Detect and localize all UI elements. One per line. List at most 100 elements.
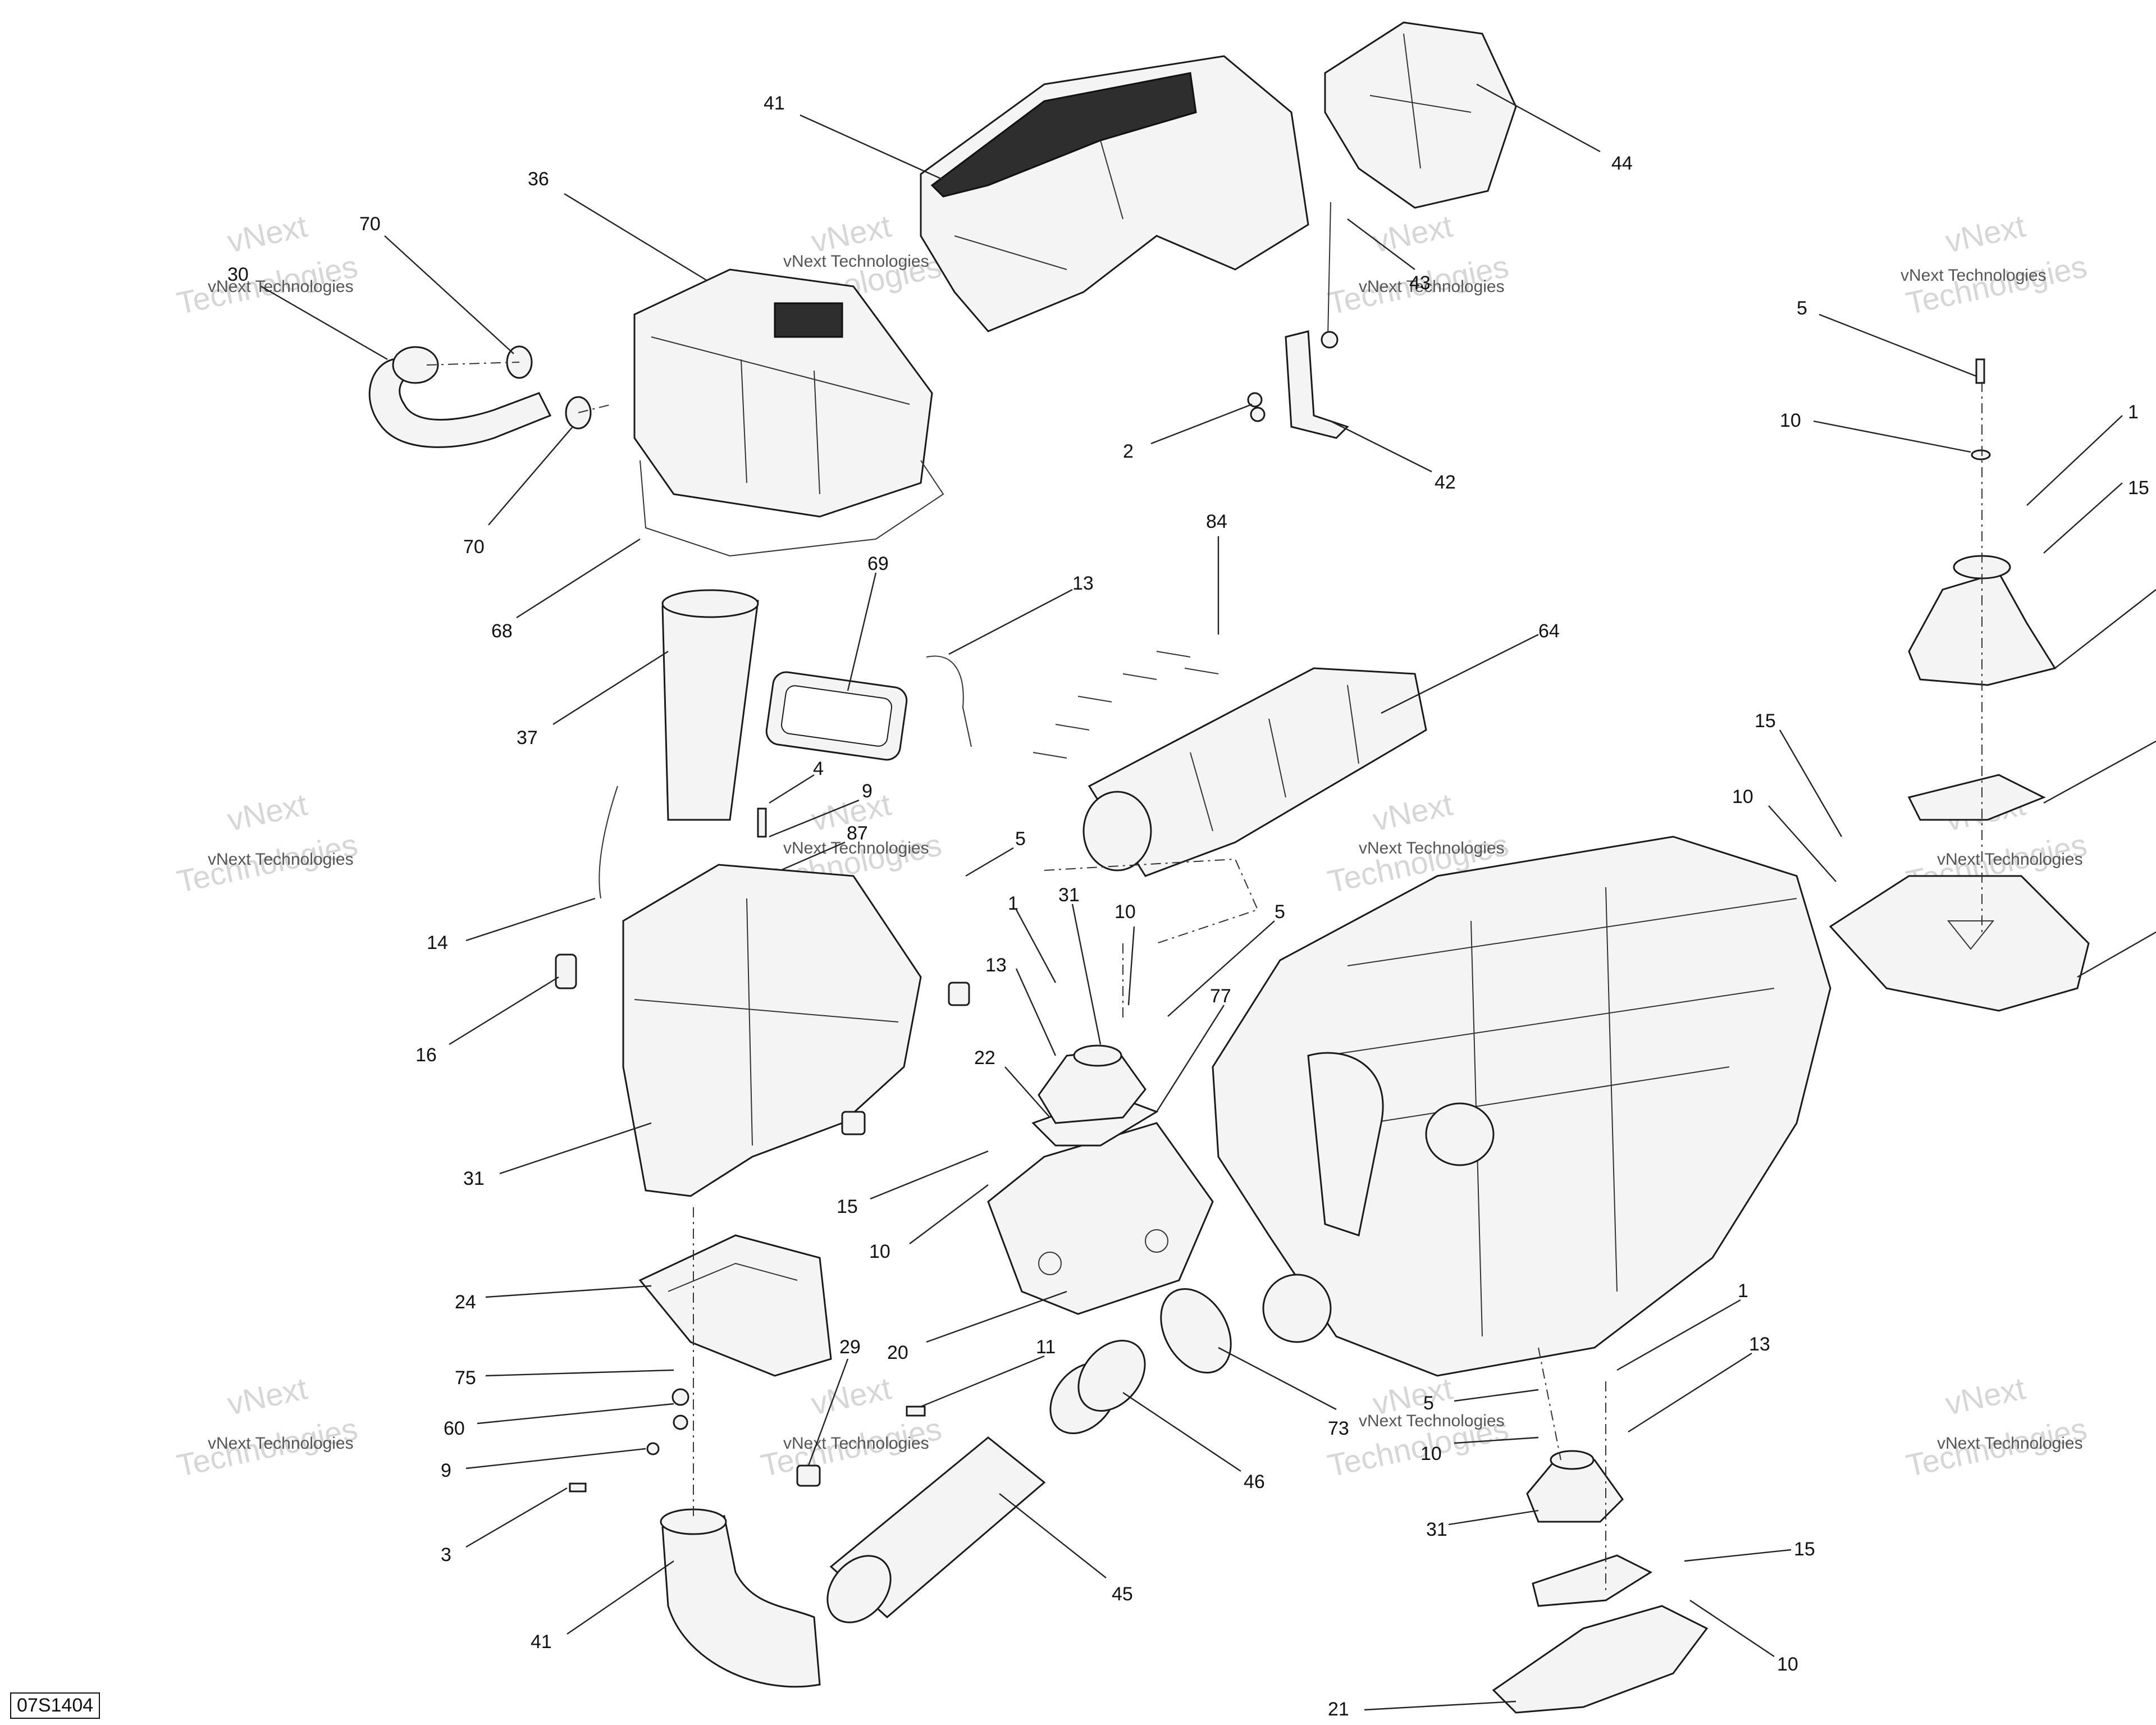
svg-text:21: 21: [1328, 1699, 1349, 1720]
callout-10-right-upper: 10: [1780, 410, 1971, 453]
callout-84: 84: [1206, 511, 1227, 635]
svg-text:22: 22: [974, 1047, 995, 1069]
svg-text:5: 5: [1423, 1393, 1434, 1414]
part-clip-29: [796, 1464, 821, 1487]
svg-text:31: 31: [463, 1168, 485, 1189]
callout-22: 22: [974, 1047, 1050, 1118]
svg-text:46: 46: [1244, 1471, 1265, 1493]
svg-text:70: 70: [359, 213, 381, 235]
callout-10-mid: 10: [1114, 901, 1136, 1006]
svg-text:60: 60: [444, 1418, 465, 1439]
svg-text:42: 42: [1435, 472, 1456, 493]
svg-text:64: 64: [1538, 620, 1560, 642]
svg-text:vNext Technologies: vNext Technologies: [783, 252, 929, 271]
svg-text:14: 14: [427, 932, 448, 953]
svg-text:10: 10: [1780, 410, 1801, 431]
leader-right-edge-2: [2043, 740, 2156, 804]
svg-text:41: 41: [764, 93, 785, 114]
svg-text:10: 10: [1732, 786, 1753, 807]
callout-70-upper: 70: [359, 213, 514, 354]
svg-text:24: 24: [455, 1292, 476, 1313]
svg-text:73: 73: [1328, 1418, 1349, 1439]
watermark-bottom-left: vNext Technologies vNext Technologies: [173, 1370, 360, 1483]
callout-87: 87: [780, 823, 868, 871]
svg-text:30: 30: [227, 264, 249, 285]
part-mount-31-right: [1526, 1450, 1624, 1523]
svg-text:31: 31: [1426, 1519, 1447, 1540]
svg-text:84: 84: [1206, 511, 1227, 532]
callout-14-lower: 14: [427, 897, 596, 953]
callout-69: 69: [847, 553, 889, 691]
callout-11: 11: [920, 1336, 1056, 1408]
assembly-lines: [426, 362, 1983, 1595]
callout-1-mid: 1: [1008, 893, 1057, 983]
callout-3: 3: [441, 1487, 568, 1566]
callout-40: 41: [764, 93, 944, 181]
callout-24: 24: [455, 1285, 652, 1313]
svg-text:15: 15: [2128, 477, 2149, 499]
svg-text:15: 15: [837, 1196, 858, 1217]
part-airbox-base-37: [622, 864, 922, 1197]
svg-text:1: 1: [1008, 893, 1018, 914]
svg-text:10: 10: [869, 1241, 890, 1262]
svg-text:5: 5: [1275, 901, 1285, 923]
svg-text:5: 5: [1015, 828, 1026, 850]
svg-text:vNext: vNext: [1369, 786, 1456, 837]
part-bolt-row-84: [1033, 651, 1219, 759]
part-outlet-45: [826, 1436, 1046, 1623]
callout-37: 31: [463, 1122, 652, 1189]
part-top-cover-40: [920, 55, 1309, 332]
svg-text:11: 11: [1036, 1336, 1056, 1358]
callout-15-mid: 15: [837, 1150, 989, 1217]
svg-text:vNext: vNext: [1942, 1370, 2029, 1421]
callout-4: 4: [769, 758, 824, 804]
callout-46: 46: [1122, 1392, 1265, 1493]
svg-text:vNext Technologies: vNext Technologies: [1359, 277, 1505, 296]
callout-14-upper: 13: [948, 573, 1094, 655]
part-shim-lower: [1532, 1554, 1653, 1607]
svg-text:4: 4: [813, 758, 824, 779]
svg-text:13: 13: [1749, 1334, 1770, 1355]
watermark-mid-left: vNext Technologies vNext Technologies: [173, 786, 360, 899]
svg-text:70: 70: [463, 536, 485, 558]
callout-70-lower: 70: [463, 426, 573, 558]
callout-44: 44: [1476, 83, 1633, 174]
callout-60: 60: [444, 1403, 674, 1439]
callout-43: 43: [1347, 218, 1431, 294]
part-elbow-41: [660, 1508, 821, 1688]
part-hose-30: [368, 346, 552, 448]
svg-text:vNext Technologies: vNext Technologies: [1937, 1434, 2083, 1453]
svg-text:vNext: vNext: [224, 1370, 310, 1421]
callout-75: 75: [455, 1367, 674, 1389]
svg-text:9: 9: [862, 781, 873, 802]
part-mount-plate-20: [987, 1122, 1214, 1315]
callout-31-right: 31: [1426, 1509, 1539, 1540]
part-clip-16: [555, 953, 577, 989]
part-airbox-lid-36: [633, 268, 933, 518]
callout-5-lower: 5: [1423, 1389, 1539, 1414]
svg-text:37: 37: [517, 727, 538, 749]
callout-68: 68: [491, 538, 641, 642]
callout-7: 5: [965, 828, 1026, 877]
part-plate-21: [1492, 1605, 1709, 1714]
part-sensor-14-upper: [926, 655, 972, 747]
svg-text:vNext: vNext: [224, 208, 310, 259]
svg-text:43: 43: [1409, 272, 1431, 294]
callout-30: 30: [227, 264, 388, 360]
part-plate-right: [1829, 875, 2090, 1012]
watermark-bottom-center: vNext Technologies vNext Technologies: [757, 1370, 944, 1483]
svg-text:10: 10: [1777, 1654, 1798, 1675]
callout-16: 16: [415, 976, 559, 1066]
callout-29: 29: [807, 1336, 861, 1466]
part-band-73: [1160, 1288, 1232, 1374]
svg-text:vNext Technologies: vNext Technologies: [208, 1434, 354, 1453]
svg-text:69: 69: [867, 553, 889, 574]
svg-text:10: 10: [1420, 1443, 1442, 1464]
svg-text:13: 13: [1072, 573, 1094, 594]
part-bolts-2: [1247, 392, 1266, 422]
callout-5-right: 5: [1797, 298, 1977, 377]
callout-39: 37: [517, 650, 669, 749]
svg-text:vNext Technologies: vNext Technologies: [208, 277, 354, 296]
callout-1-right: 1: [2026, 401, 2139, 506]
watermark-top-right-center: vNext Technologies vNext Technologies: [1324, 208, 1511, 321]
